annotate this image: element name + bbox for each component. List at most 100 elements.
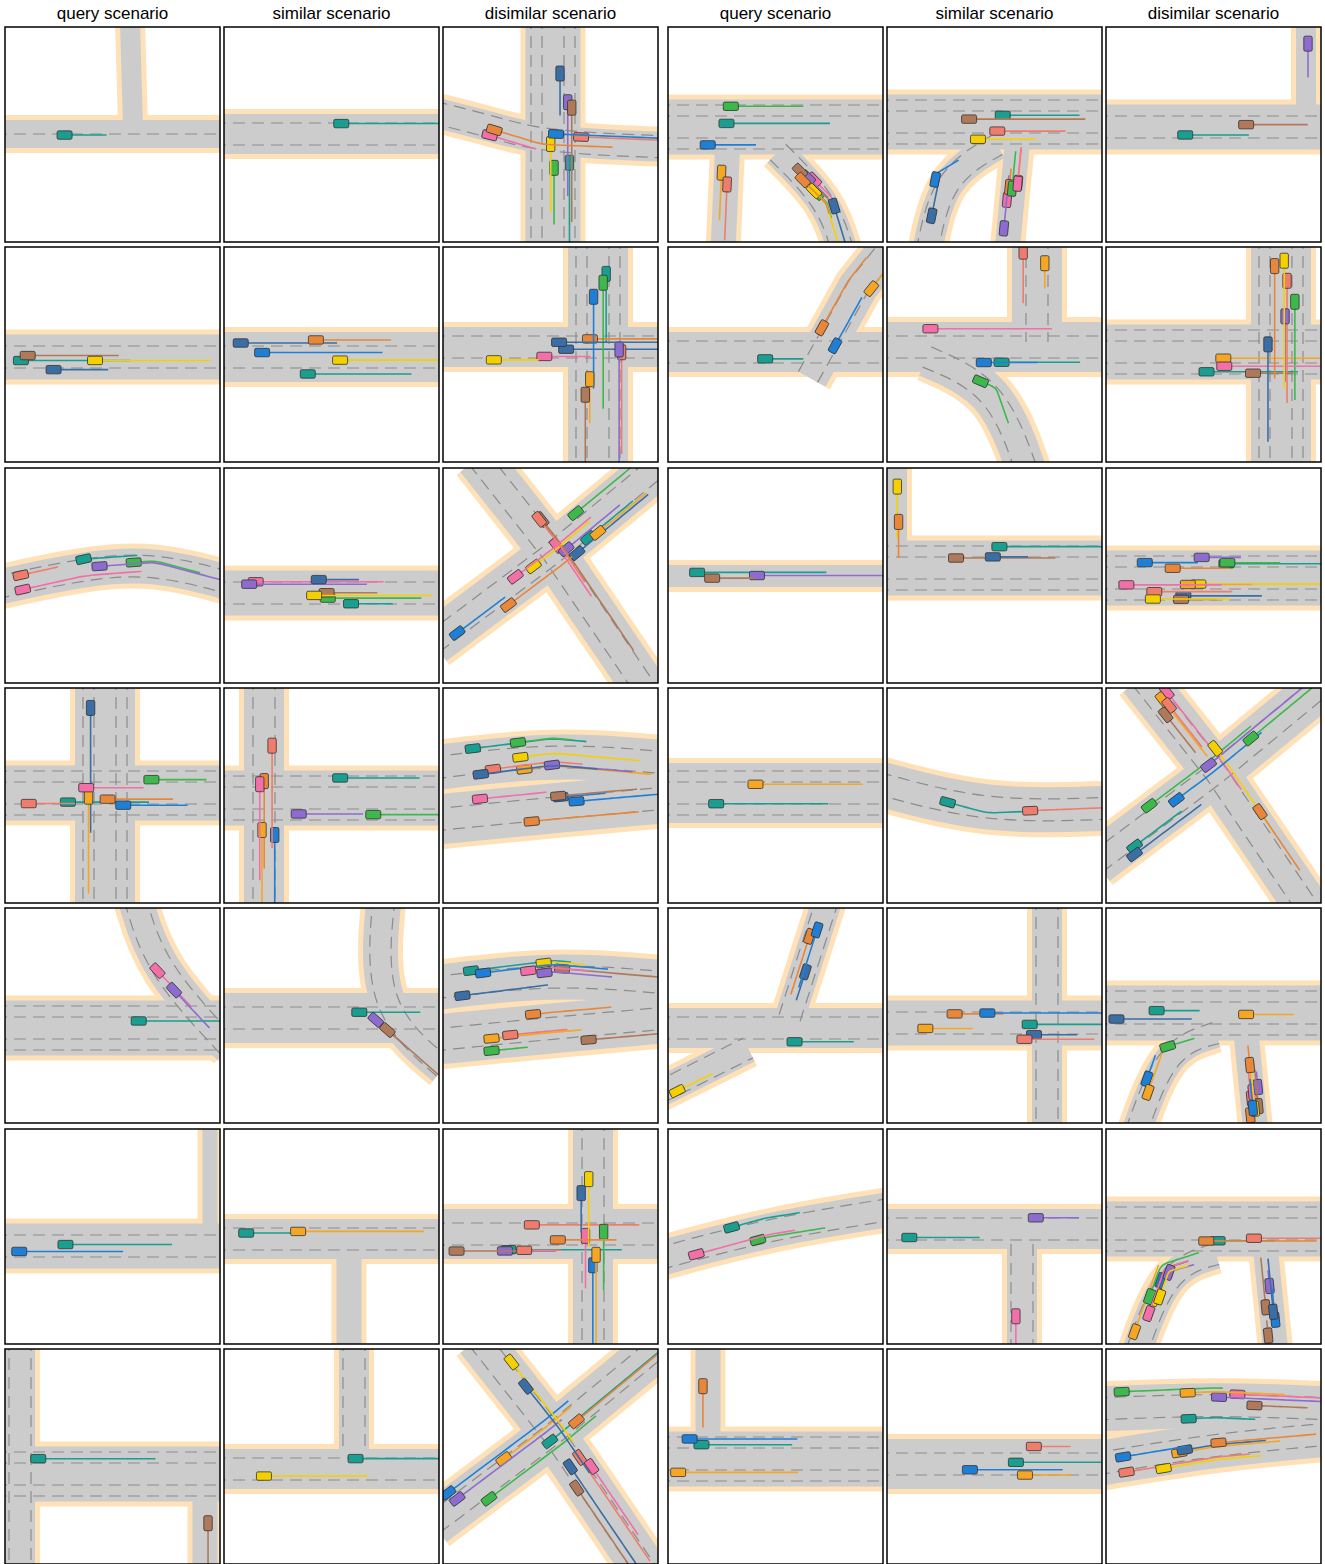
lane-marking	[1057, 908, 1058, 1123]
vehicle	[705, 574, 720, 582]
vehicle	[239, 1229, 254, 1237]
trajectory	[139, 1020, 220, 1022]
sidewalk	[70, 688, 140, 903]
scenario-panel	[214, 27, 449, 242]
vehicle	[589, 289, 597, 304]
vehicle	[1180, 1388, 1195, 1397]
vehicle	[348, 1454, 363, 1462]
lane-marking	[887, 589, 1102, 590]
trajectory	[526, 1386, 590, 1473]
trajectory	[1149, 726, 1251, 806]
vehicle	[962, 115, 977, 123]
lane-marking	[124, 908, 220, 1056]
scenario-panel	[653, 895, 893, 1123]
road	[443, 1349, 658, 1524]
lane-marking	[1106, 1206, 1321, 1207]
trajectory	[1173, 567, 1230, 569]
trajectory	[1183, 595, 1261, 597]
lane-marking	[668, 1220, 883, 1270]
sidewalk	[5, 1219, 220, 1274]
vehicle	[524, 1221, 539, 1229]
panel-border	[224, 688, 439, 903]
road	[75, 688, 135, 903]
vehicle	[465, 743, 481, 753]
trajectory	[299, 813, 363, 815]
lane-marking	[887, 110, 1102, 111]
lane-marking	[668, 803, 883, 804]
vehicle	[308, 336, 323, 344]
lane-marking	[274, 688, 275, 903]
trajectory	[1246, 124, 1308, 126]
trajectory	[457, 597, 505, 633]
panel-border	[443, 1129, 658, 1344]
lane-marking	[443, 787, 658, 809]
lane-marking	[224, 1227, 439, 1228]
trajectory	[588, 1179, 590, 1247]
vehicle	[268, 738, 276, 753]
lane-marking	[778, 908, 818, 1020]
vehicle	[970, 135, 985, 143]
column-header: disimilar scenario	[1096, 2, 1325, 26]
scenario-panel	[1094, 1349, 1325, 1564]
vehicle	[291, 1227, 306, 1235]
road	[887, 1001, 1102, 1046]
lane-marking	[1106, 1217, 1321, 1218]
lane-marking	[798, 247, 883, 372]
vehicle	[1211, 1438, 1227, 1448]
vehicle	[976, 358, 991, 366]
scenario-panel	[877, 1129, 1112, 1354]
panel-border	[224, 908, 439, 1123]
vehicle	[1247, 1401, 1262, 1410]
lane-marking	[224, 819, 439, 820]
road	[1106, 105, 1321, 150]
trajectory	[592, 1466, 638, 1534]
panel-border	[887, 468, 1102, 683]
vehicle	[815, 319, 830, 336]
scenario-panel	[0, 468, 233, 683]
lane-marking	[668, 1469, 883, 1470]
trajectory	[1223, 357, 1321, 359]
trajectory	[373, 814, 439, 816]
lane-marking	[5, 367, 220, 368]
trajectory	[567, 102, 569, 196]
panel-border	[5, 27, 220, 242]
scenario-panel	[0, 1119, 230, 1344]
road	[244, 688, 284, 903]
panel-border	[443, 1349, 658, 1564]
lane-marking	[8, 1349, 9, 1564]
panel-border	[887, 688, 1102, 903]
sidewalk	[1106, 100, 1321, 155]
vehicle	[518, 1378, 534, 1395]
panel-border	[1106, 688, 1321, 903]
road	[130, 27, 133, 127]
vehicle	[709, 800, 724, 808]
lane-marking	[224, 808, 439, 809]
vehicle	[100, 795, 115, 803]
trajectory	[544, 972, 612, 977]
lane-marking	[224, 1006, 439, 1007]
trajectory	[1126, 1454, 1249, 1472]
vehicle	[256, 1472, 271, 1480]
trajectory	[570, 1467, 644, 1564]
sidewalk	[5, 1442, 220, 1507]
vehicle	[894, 514, 902, 529]
vehicle	[1155, 1463, 1171, 1474]
sidewalk	[887, 317, 1102, 377]
vehicle	[1041, 256, 1049, 271]
scenario-panel	[214, 468, 449, 683]
lane-marking	[364, 1349, 365, 1449]
vehicle	[536, 968, 552, 978]
lane-marking	[115, 688, 116, 903]
sidewalk	[887, 1204, 1102, 1254]
vehicle	[599, 1224, 607, 1239]
sidewalk	[668, 1427, 883, 1492]
sidewalk	[334, 1349, 374, 1449]
road	[224, 332, 439, 382]
trajectory	[755, 783, 862, 785]
trajectory	[38, 1458, 155, 1460]
vehicle	[962, 1466, 977, 1474]
vehicle	[1008, 1458, 1023, 1466]
trajectory	[566, 505, 620, 549]
vehicle	[233, 339, 248, 347]
trajectory	[515, 517, 591, 577]
